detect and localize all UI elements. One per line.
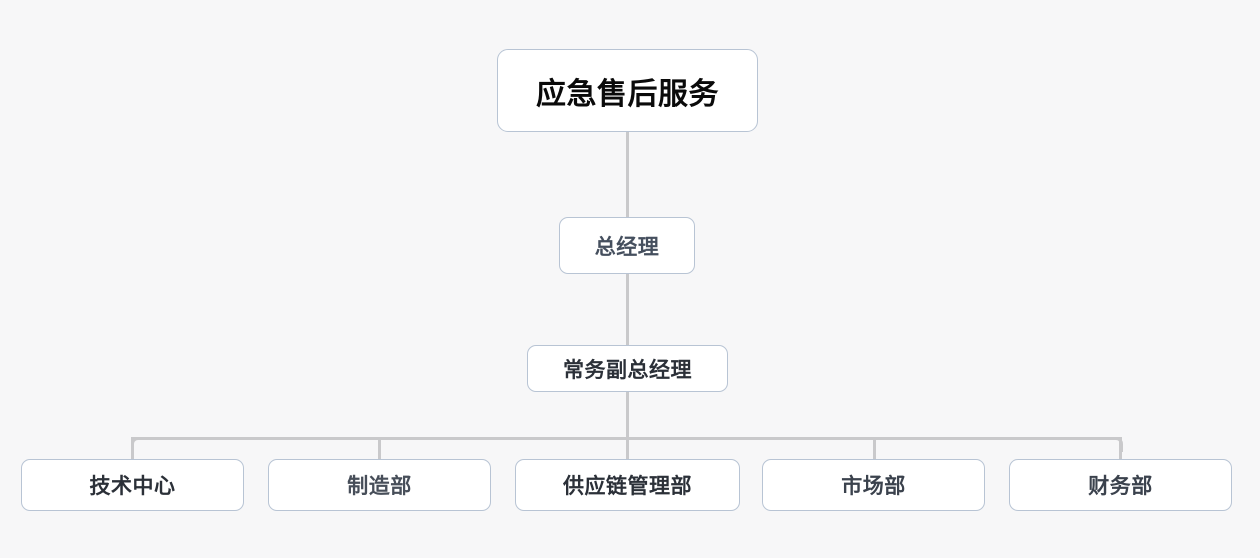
connector-gm-to-dgm xyxy=(626,274,629,345)
node-department-finance[interactable]: 财务部 xyxy=(1009,459,1232,511)
connector-drop-mfg xyxy=(378,437,381,459)
node-department-supply-chain[interactable]: 供应链管理部 xyxy=(515,459,740,511)
connector-drop-mkt xyxy=(873,437,876,459)
connector-drop-scm xyxy=(626,437,629,459)
node-department-technology-center[interactable]: 技术中心 xyxy=(21,459,244,511)
node-general-manager[interactable]: 总经理 xyxy=(559,217,695,274)
node-deputy-general-manager[interactable]: 常务副总经理 xyxy=(527,345,728,392)
connector-elbow-right xyxy=(1108,437,1123,452)
node-department-manufacturing[interactable]: 制造部 xyxy=(268,459,491,511)
node-department-marketing[interactable]: 市场部 xyxy=(762,459,985,511)
connector-elbow-left xyxy=(131,437,146,452)
node-root[interactable]: 应急售后服务 xyxy=(497,49,758,132)
connector-root-to-gm xyxy=(626,132,629,217)
connector-dgm-to-bus xyxy=(626,392,629,440)
